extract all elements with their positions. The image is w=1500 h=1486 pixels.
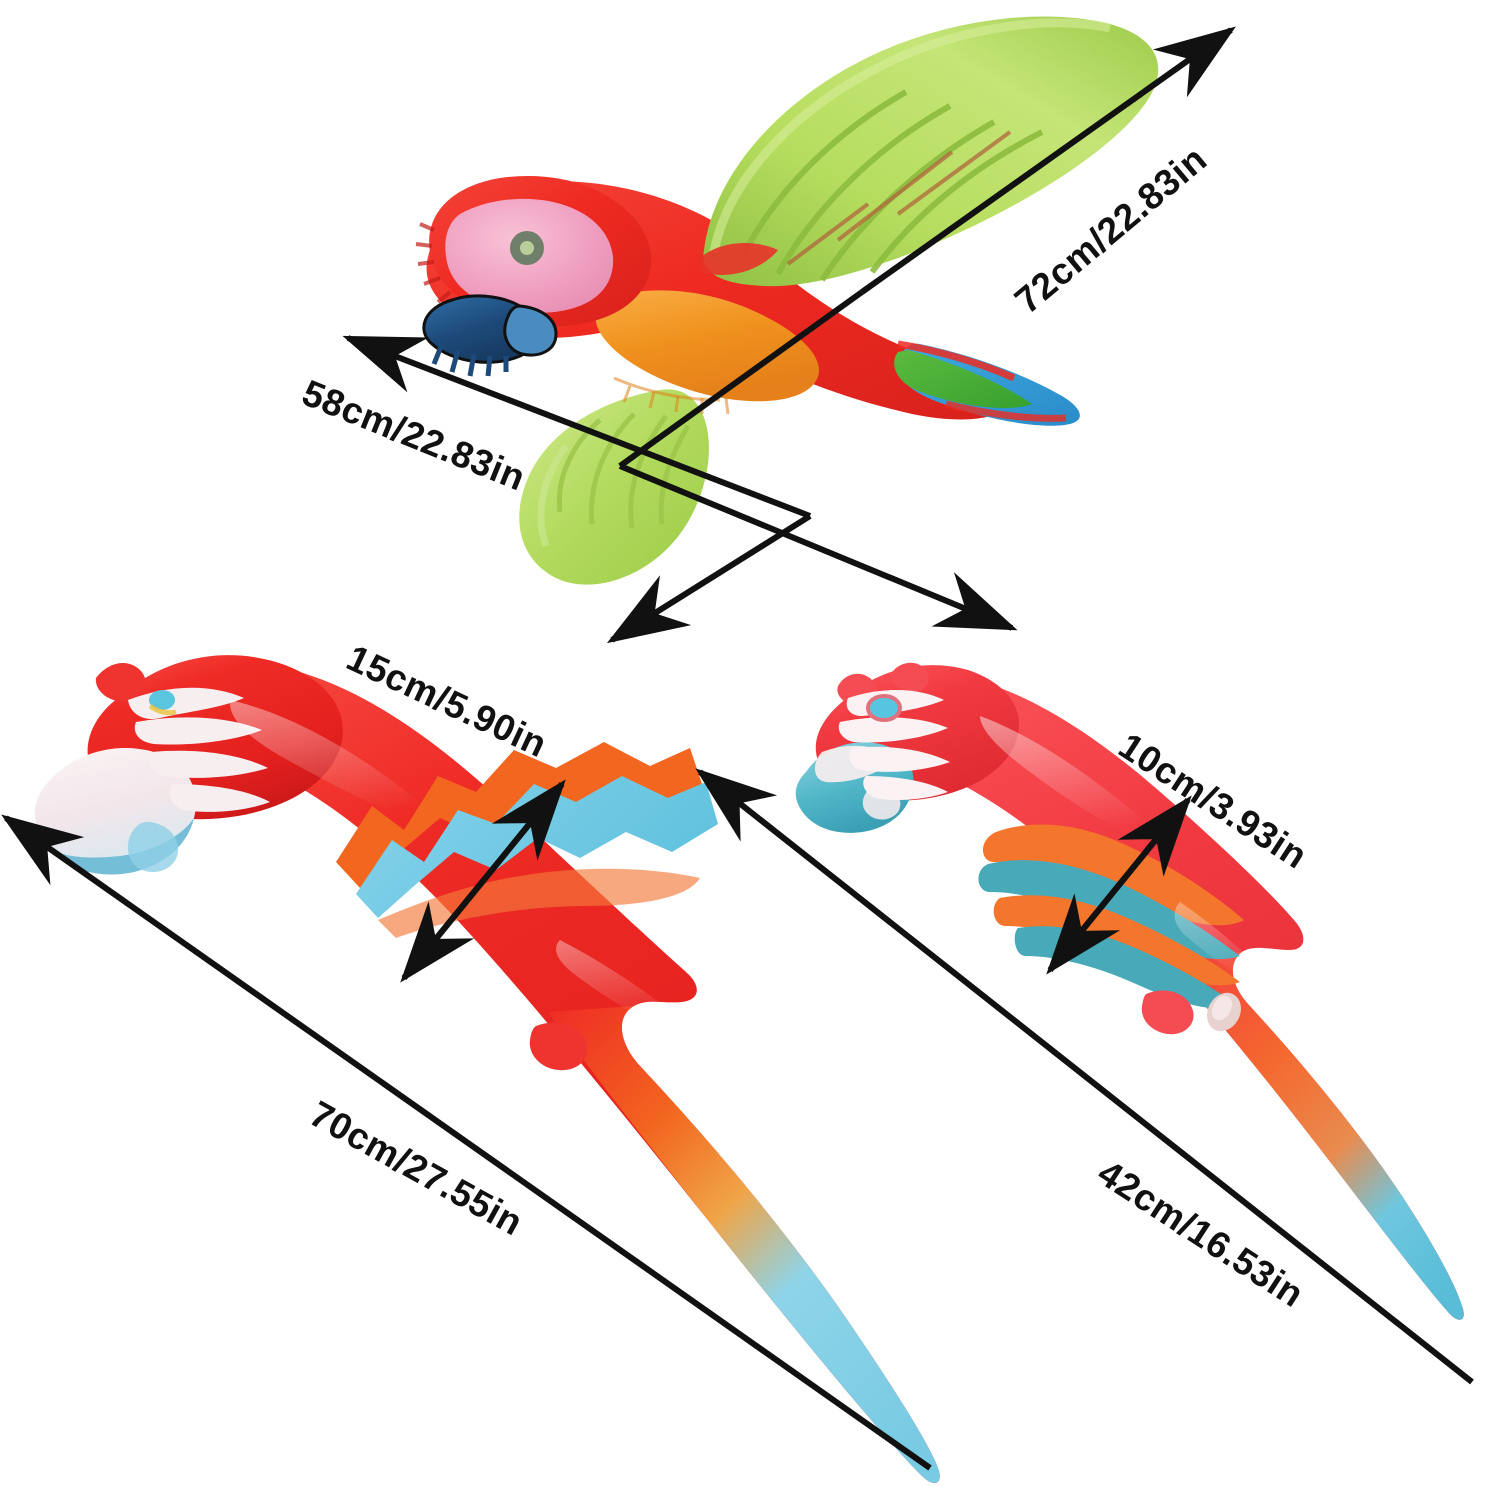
dimension-line-wingspan-lower: [618, 463, 1018, 631]
large-parrot-tail: [548, 1006, 940, 1483]
dimension-line-wingspan-ext: [618, 289, 864, 469]
dimension-line-small-width-b: [1046, 798, 1191, 975]
small-parrot-band-orange-1: [983, 824, 1244, 926]
dimension-annotations: [1, 26, 1474, 1471]
large-parrot-wing-orange: [336, 742, 704, 888]
dimension-line-small-length: [695, 768, 1474, 1385]
flying-parrot-tail: [894, 340, 1080, 426]
small-parrot-tail: [1162, 952, 1464, 1320]
flying-parrot-upper-wing: [700, 16, 1159, 287]
dimension-line-body-length: [342, 335, 812, 519]
large-parrot-wing-blue: [356, 776, 718, 918]
flying-parrot-lower-wing: [519, 389, 709, 585]
flying-parrot-head: [415, 175, 652, 377]
dimension-line-body-length-lower: [606, 513, 812, 644]
small-parrot-eye: [868, 696, 900, 720]
dimension-line-wingspan: [860, 26, 1236, 295]
figure-flying-parrot: [415, 16, 1159, 585]
dimension-line-body-width-b: [400, 782, 565, 983]
inflation-valve: [1207, 992, 1241, 1032]
dimension-line-total-length: [1, 814, 932, 1471]
